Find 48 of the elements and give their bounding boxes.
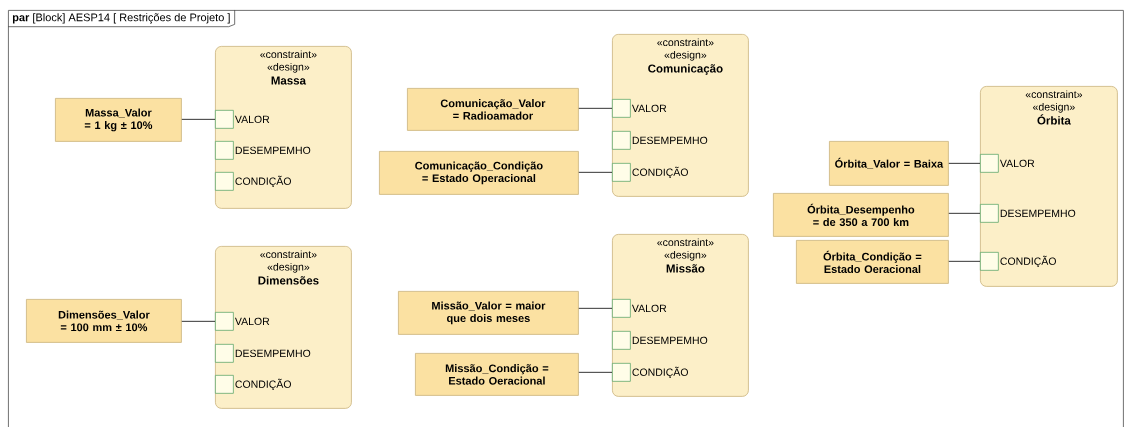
connector xyxy=(181,320,216,322)
port: DESEMPEMHO xyxy=(215,344,311,363)
value-box: Massa_Valor = 1 kg ± 10% xyxy=(55,98,182,142)
node-label: DESEMPEMHO xyxy=(632,136,708,145)
port: DESEMPEMHO xyxy=(215,141,311,160)
value-box: Dimensões_Valor = 100 mm ± 10% xyxy=(26,299,182,343)
node-label: DESEMPEMHO xyxy=(1000,209,1076,218)
port: VALOR xyxy=(980,154,1035,173)
connector xyxy=(948,212,981,214)
port: DESEMPEMHO xyxy=(612,131,708,150)
port: CONDIÇÃO xyxy=(612,363,688,382)
node-label: CONDIÇÃO xyxy=(1000,255,1056,268)
port: DESEMPEMHO xyxy=(980,204,1076,223)
connector xyxy=(578,171,613,173)
port: VALOR xyxy=(215,312,270,331)
node-label: DESEMPEMHO xyxy=(632,336,708,345)
port: CONDIÇÃO xyxy=(612,163,688,182)
value-box: Órbita_Desempenho = de 350 a 700 km xyxy=(773,193,949,237)
value-box: Comunicação_Condição = Estado Operacional xyxy=(379,151,579,195)
node-label: CONDIÇÃO xyxy=(632,366,688,379)
port: CONDIÇÃO xyxy=(215,375,291,394)
value-box: Órbita_Condição = Estado Oeracional xyxy=(796,240,949,284)
node-label: VALOR xyxy=(631,104,667,113)
connector xyxy=(578,107,613,109)
node-label: VALOR xyxy=(631,304,667,313)
connector xyxy=(181,118,216,120)
connector xyxy=(948,162,981,164)
port: VALOR xyxy=(612,99,667,118)
port: VALOR xyxy=(215,110,270,129)
value-box: Missão_Condição = Estado Oeracional xyxy=(415,353,579,396)
port: CONDIÇÃO xyxy=(980,252,1056,271)
value-box: Órbita_Valor = Baixa xyxy=(829,141,949,186)
value-box: Missão_Valor = maior que dois meses xyxy=(398,291,579,335)
node-label: VALOR xyxy=(234,115,270,124)
node-label: VALOR xyxy=(999,159,1035,168)
connector xyxy=(948,260,981,262)
connector xyxy=(578,307,613,309)
port: CONDIÇÃO xyxy=(215,172,291,191)
node-label: DESEMPEMHO xyxy=(235,349,311,358)
node-label: DESEMPEMHO xyxy=(235,146,311,155)
node-label: CONDIÇÃO xyxy=(235,175,291,188)
node-label: VALOR xyxy=(234,317,270,326)
port: DESEMPEMHO xyxy=(612,331,708,350)
port: VALOR xyxy=(612,299,667,318)
value-box: Comunicação_Valor = Radioamador xyxy=(407,88,579,131)
node-label: CONDIÇÃO xyxy=(235,378,291,391)
connector xyxy=(578,371,613,373)
node-label: CONDIÇÃO xyxy=(632,166,688,179)
